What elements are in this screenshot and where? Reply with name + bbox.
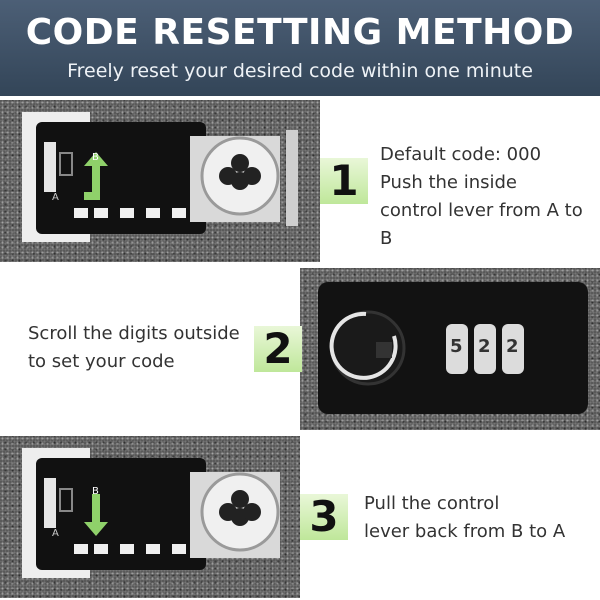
step-2-line-1: Scroll the digits outside xyxy=(28,323,240,344)
step-3-line-2: lever back from B to A xyxy=(364,521,566,542)
step-1-line-2: Push the inside xyxy=(380,172,518,193)
step-2-text: Scroll the digits outside to set your co… xyxy=(28,320,240,376)
page-subtitle: Freely reset your desired code within on… xyxy=(67,60,533,82)
label-a: A xyxy=(52,192,59,203)
label-b: B xyxy=(92,486,99,497)
dial-panel-illustration xyxy=(318,282,588,414)
step-3-badge-bg xyxy=(300,494,348,540)
step-2-line-2: to set your code xyxy=(28,351,175,372)
label-b: B xyxy=(92,152,99,163)
step-2-number: 2 xyxy=(263,324,293,373)
lock-panel-illustration xyxy=(22,112,298,242)
step-2-photo: 5 2 2 xyxy=(300,268,600,430)
step-1-badge-bg xyxy=(320,158,368,204)
step-1-photo: B A xyxy=(0,100,320,262)
header-banner: CODE RESETTING METHOD Freely reset your … xyxy=(0,0,600,96)
step-3-text: Pull the control lever back from B to A xyxy=(364,490,565,546)
dial-digit-1: 5 xyxy=(450,336,463,357)
step-1-number: 1 xyxy=(329,156,359,205)
step-3-photo: B A xyxy=(0,436,300,598)
step-3-line-1: Pull the control xyxy=(364,493,500,514)
step-3-number: 3 xyxy=(309,492,339,541)
lock-panel-illustration xyxy=(22,448,280,578)
step-2-badge-bg xyxy=(254,326,302,372)
dial-digit-2: 2 xyxy=(478,336,491,357)
dial-digit-3: 2 xyxy=(506,336,519,357)
page-title: CODE RESETTING METHOD xyxy=(25,12,575,53)
step-1-text: Default code: 000 Push the inside contro… xyxy=(380,141,600,253)
step-1-line-1: Default code: 000 xyxy=(380,144,542,165)
label-a: A xyxy=(52,528,59,539)
step-1-line-3: control lever from A to B xyxy=(380,200,583,249)
